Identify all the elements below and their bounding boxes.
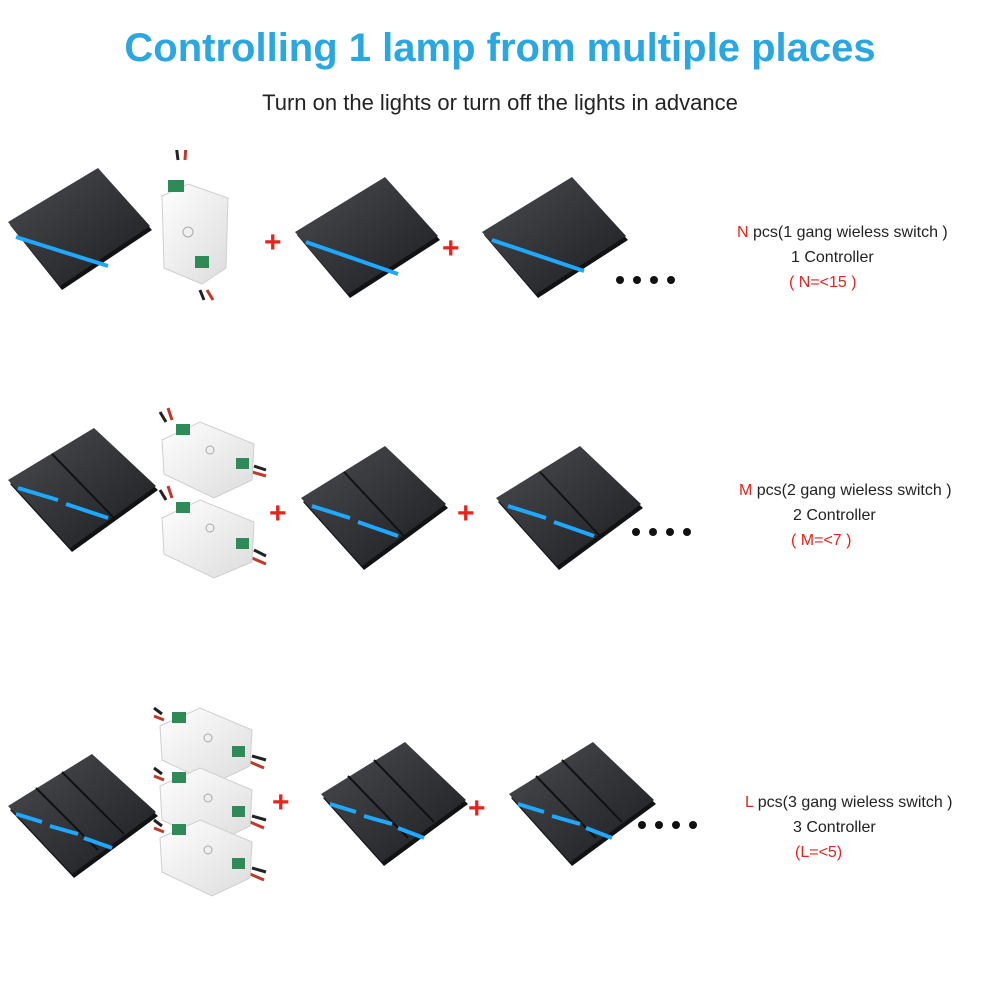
switch-description: pcs(1 gang wieless switch ): [748, 224, 948, 241]
switch-description: pcs(2 gang wieless switch ): [752, 482, 952, 499]
row-3-gang: + + L pcs(3 gang wie: [0, 700, 1000, 1000]
page-title: Controlling 1 lamp from multiple places: [124, 26, 876, 70]
row-info: N pcs(1 gang wieless switch ) 1 Controll…: [737, 220, 948, 295]
controller-module: [158, 407, 267, 499]
plus-sign: +: [468, 792, 486, 825]
row-2-gang: + + M pcs(2 gang wieless switch ) 2 Cont…: [0, 400, 1000, 700]
row-1-gang: + + N pcs(1 gang wieless switch ) 1 Cont…: [0, 150, 1000, 450]
switch-panel-1gang: [8, 168, 152, 290]
switch-panel-2gang: [301, 446, 448, 570]
controller-module: [161, 150, 229, 301]
controller-module: [153, 706, 267, 785]
switch-panel-2gang: [496, 446, 643, 570]
switch-panel-3gang: [8, 754, 158, 878]
quantity-limit: ( M=<7 ): [791, 532, 852, 549]
switch-panel-1gang: [295, 177, 440, 298]
switch-description: pcs(3 gang wieless switch ): [753, 794, 953, 811]
switch-panel-3gang: [509, 742, 656, 866]
page-subtitle: Turn on the lights or turn off the light…: [262, 90, 738, 115]
quantity-limit: ( N=<15 ): [789, 274, 857, 291]
controller-module: [153, 818, 267, 897]
controller-count: 2 Controller: [793, 507, 876, 524]
quantity-limit: (L=<5): [795, 844, 843, 861]
ellipsis-dots: [638, 821, 697, 829]
quantity-letter: M: [739, 482, 753, 499]
controller-count: 3 Controller: [793, 819, 876, 836]
plus-sign: +: [269, 497, 287, 530]
plus-sign: +: [457, 497, 475, 530]
plus-sign: +: [264, 226, 282, 259]
plus-sign: +: [272, 786, 290, 819]
ellipsis-dots: [616, 276, 675, 284]
switch-panel-3gang: [321, 742, 468, 866]
controller-module: [158, 485, 267, 579]
quantity-letter: N: [737, 224, 749, 241]
row-info: M pcs(2 gang wieless switch ) 2 Controll…: [739, 478, 952, 553]
plus-sign: +: [442, 232, 460, 265]
quantity-letter: L: [745, 794, 754, 811]
switch-panel-2gang: [8, 428, 158, 552]
controller-count: 1 Controller: [791, 249, 874, 266]
row-info: L pcs(3 gang wieless switch ) 3 Controll…: [745, 790, 953, 865]
switch-panel-1gang: [482, 177, 628, 298]
ellipsis-dots: [632, 528, 691, 536]
